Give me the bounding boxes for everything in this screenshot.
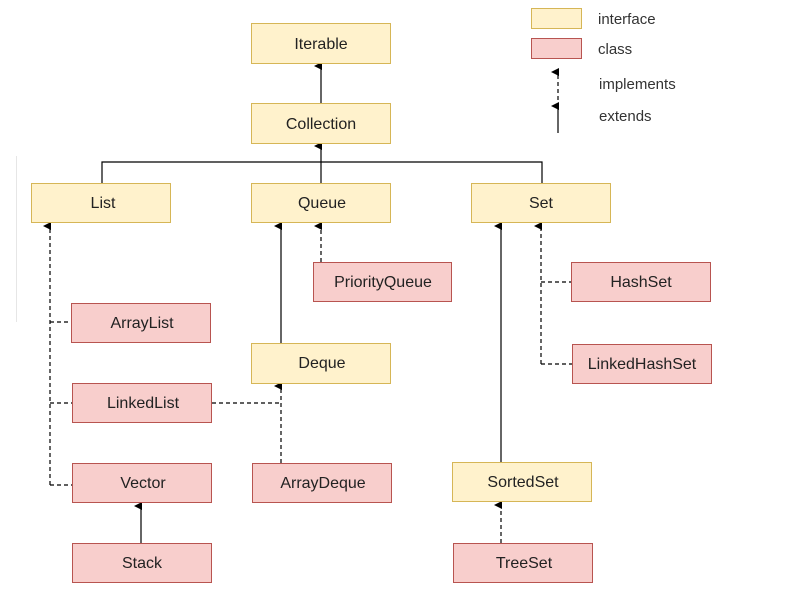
node-label: Vector — [120, 475, 166, 492]
node-vector: Vector — [72, 463, 212, 503]
legend-class-label: class — [598, 41, 632, 58]
node-box — [251, 343, 391, 384]
node-box — [571, 262, 711, 302]
node-label: PriorityQueue — [334, 274, 432, 291]
node-collection: Collection — [251, 103, 391, 144]
node-box — [31, 183, 171, 223]
node-array-list: ArrayList — [71, 303, 211, 343]
node-box — [453, 543, 593, 583]
node-box — [72, 543, 212, 583]
node-sorted-set: SortedSet — [452, 462, 592, 502]
node-label: TreeSet — [496, 555, 553, 572]
node-label: Deque — [298, 355, 345, 372]
legend-implements-label: implements — [599, 76, 676, 93]
node-array-deque: ArrayDeque — [252, 463, 392, 503]
node-hash-set: HashSet — [571, 262, 711, 302]
node-tree-set: TreeSet — [453, 543, 593, 583]
node-queue: Queue — [251, 183, 391, 223]
node-box — [452, 462, 592, 502]
legend-interface-label: interface — [598, 11, 656, 28]
node-iterable: Iterable — [251, 23, 391, 64]
node-label: Stack — [122, 555, 163, 572]
edge-bus-to-collection — [101, 161, 543, 183]
node-label: LinkedList — [107, 395, 180, 412]
node-priority-queue: PriorityQueue — [313, 262, 452, 302]
node-label: SortedSet — [487, 474, 559, 491]
node-label: Collection — [286, 116, 356, 133]
node-label: Set — [529, 195, 554, 212]
node-box — [313, 262, 452, 302]
node-box — [72, 463, 212, 503]
node-label: ArrayDeque — [280, 475, 365, 492]
legend-extends-label: extends — [599, 108, 652, 125]
node-box — [572, 344, 712, 384]
node-list: List — [31, 183, 171, 223]
node-linked-hash-set: LinkedHashSet — [572, 344, 712, 384]
node-label: LinkedHashSet — [588, 356, 697, 373]
node-box — [252, 463, 392, 503]
node-stack: Stack — [72, 543, 212, 583]
node-linked-list: LinkedList — [72, 383, 212, 423]
node-label: Queue — [298, 195, 346, 212]
node-deque: Deque — [251, 343, 391, 384]
node-label: ArrayList — [110, 315, 174, 332]
node-label: Iterable — [294, 36, 347, 53]
node-label: HashSet — [610, 274, 672, 291]
legend: interface class implements extends — [531, 8, 676, 133]
node-box — [251, 183, 391, 223]
legend-class-swatch — [531, 38, 582, 59]
node-box — [251, 23, 391, 64]
legend-interface-swatch — [531, 8, 582, 29]
node-box — [471, 183, 611, 223]
node-box — [251, 103, 391, 144]
node-label: List — [91, 195, 116, 212]
node-set: Set — [471, 183, 611, 223]
node-box — [72, 383, 212, 423]
node-box — [71, 303, 211, 343]
